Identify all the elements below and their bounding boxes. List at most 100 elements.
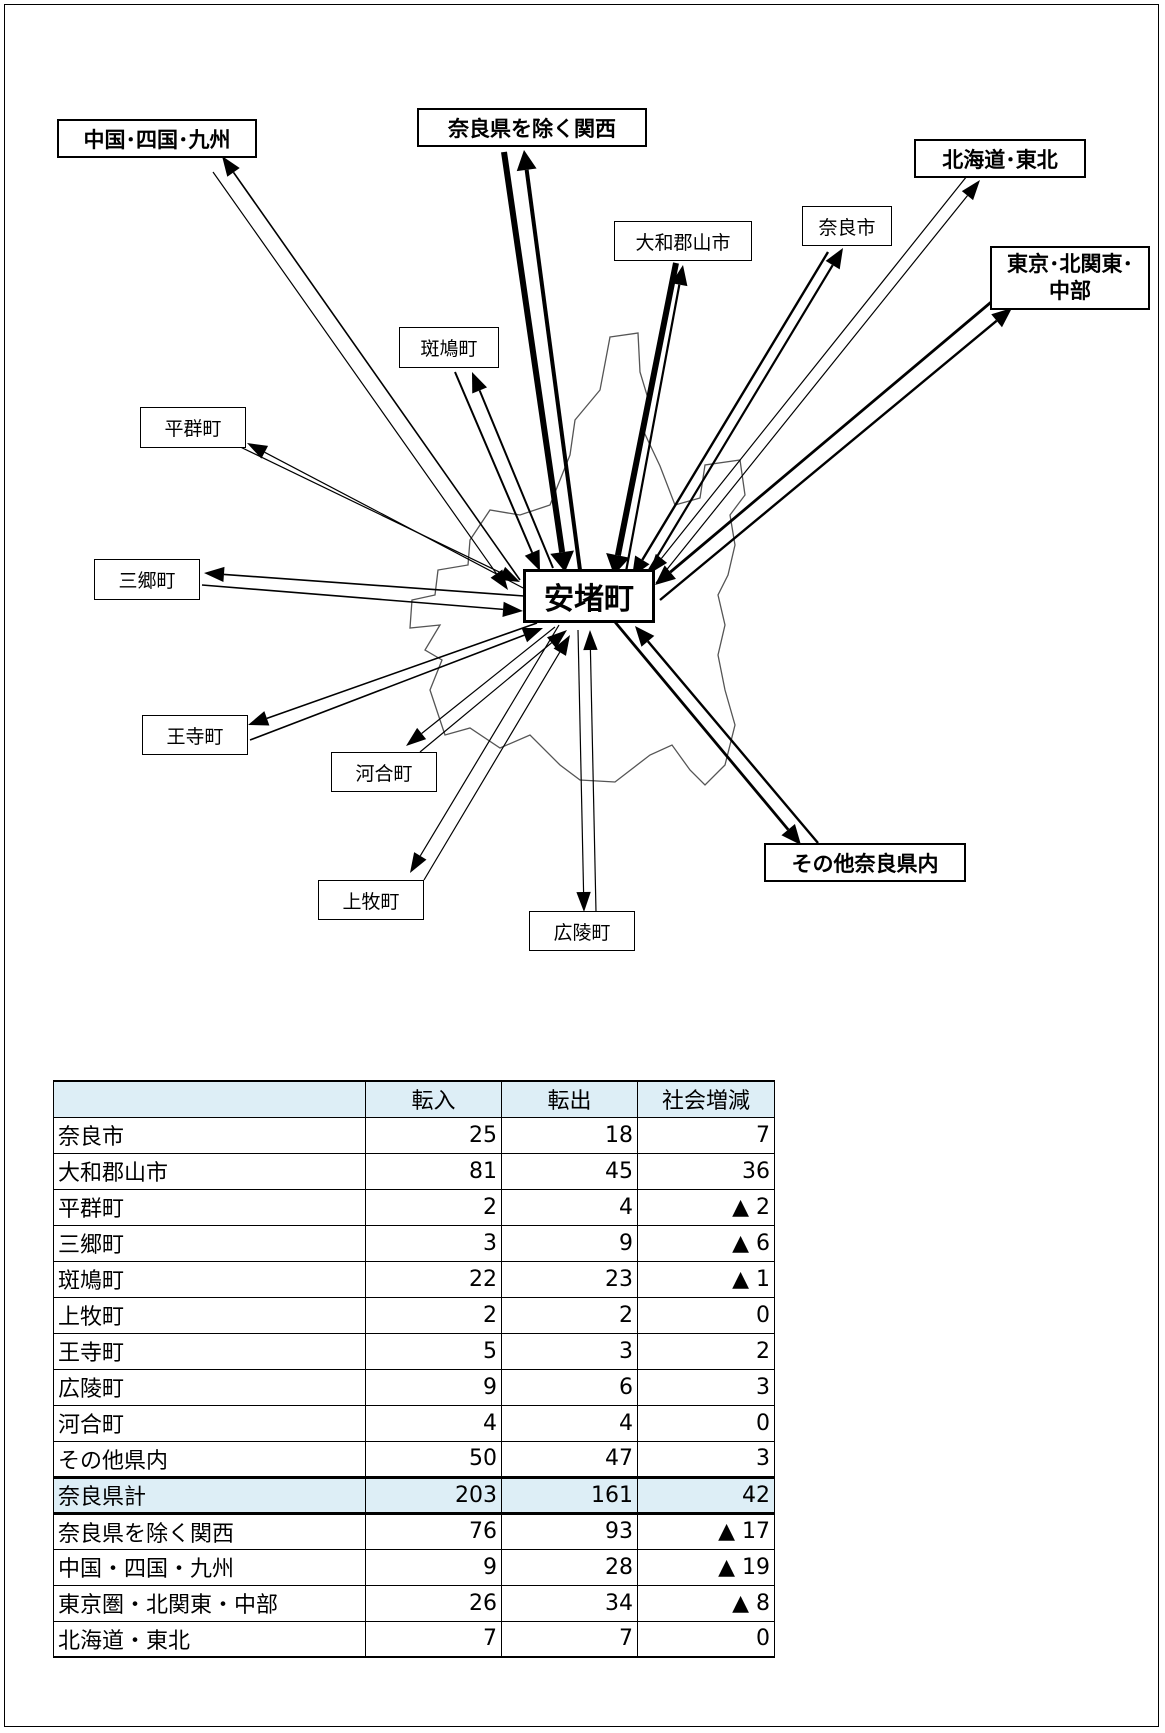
table-cell-name: 奈良県を除く関西 xyxy=(53,1511,366,1550)
table-cell-net: ▲ 1 xyxy=(637,1260,775,1298)
arrow-to-kawai-head xyxy=(406,727,427,746)
arrow-from-tokyo-head xyxy=(655,565,676,585)
table-cell-in: 50 xyxy=(365,1440,502,1478)
label-ikaruga: 斑鳩町 xyxy=(399,327,499,368)
table-cell-in: 3 xyxy=(365,1224,502,1262)
table-cell-name: 斑鳩町 xyxy=(53,1260,366,1298)
table-cell-net: 3 xyxy=(637,1440,775,1478)
table-cell-net: ▲ 2 xyxy=(637,1188,775,1226)
arrow-to-heguri-head xyxy=(247,443,269,459)
page-frame xyxy=(4,4,1159,1727)
table-cell-out: 23 xyxy=(501,1260,638,1298)
arrow-from-kanmaki-head xyxy=(553,635,570,656)
table-cell-net: 36 xyxy=(637,1152,775,1190)
arrow-from-yamatokoriyama-shaft xyxy=(614,262,679,556)
table-header-blank xyxy=(53,1080,366,1118)
arrow-to-tokyo-shaft xyxy=(659,319,998,601)
table-cell-in: 9 xyxy=(365,1548,502,1586)
arrow-to-nara-shi-shaft xyxy=(642,264,834,581)
table-header-in: 転入 xyxy=(365,1080,502,1118)
table-cell-in: 25 xyxy=(365,1116,502,1154)
table-cell-net: ▲ 6 xyxy=(637,1224,775,1262)
flow-map xyxy=(201,150,1012,913)
table-cell-out: 9 xyxy=(501,1224,638,1262)
arrow-from-kansai-shaft xyxy=(501,151,566,553)
table-cell-out: 93 xyxy=(501,1511,638,1550)
arrow-to-heguri-shaft xyxy=(264,451,528,591)
arrow-from-other-nara-shaft xyxy=(646,640,819,844)
table-cell-in: 26 xyxy=(365,1584,502,1622)
arrow-from-heguri-head xyxy=(498,566,520,582)
table-cell-name: 奈良県計 xyxy=(53,1475,366,1514)
arrow-from-heguri-shaft xyxy=(229,441,503,574)
arrow-to-kanmaki-shaft xyxy=(419,624,560,857)
arrow-from-oji-head xyxy=(521,628,543,643)
arrow-to-ikaruga-head xyxy=(472,372,488,394)
table-cell-in: 22 xyxy=(365,1260,502,1298)
arrow-from-nara-shi-shaft xyxy=(641,251,830,561)
table-cell-net: 2 xyxy=(637,1332,775,1370)
arrow-from-sango-head xyxy=(502,601,523,617)
label-nara-shi: 奈良市 xyxy=(802,206,892,246)
table-cell-in: 9 xyxy=(365,1368,502,1406)
label-other-nara: その他奈良県内 xyxy=(764,843,966,882)
label-tokyo-line2: 中部 xyxy=(1049,279,1091,303)
arrow-to-oji-shaft xyxy=(266,622,538,720)
arrow-from-ikaruga-head xyxy=(524,549,540,571)
table-cell-out: 4 xyxy=(501,1404,638,1442)
table-cell-out: 3 xyxy=(501,1332,638,1370)
table-cell-in: 203 xyxy=(365,1475,502,1514)
label-tokyo-line1: 東京･北関東･ xyxy=(1007,251,1133,276)
table-cell-net: 0 xyxy=(637,1404,775,1442)
arrow-to-koryo-head xyxy=(576,891,591,912)
arrow-to-kansai-shaft xyxy=(524,169,582,571)
table-cell-in: 4 xyxy=(365,1404,502,1442)
arrow-to-other-nara-head xyxy=(781,824,801,845)
table-header-row: 転入 転出 社会増減 xyxy=(53,1080,775,1118)
label-yamatokoriyama: 大和郡山市 xyxy=(614,221,752,261)
label-sango: 三郷町 xyxy=(94,559,200,600)
table-cell-net: 42 xyxy=(637,1475,775,1514)
table-cell-in: 2 xyxy=(365,1296,502,1334)
label-kawai: 河合町 xyxy=(331,752,437,792)
label-tokyo: 東京･北関東･ 中部 xyxy=(990,246,1150,310)
arrow-from-kansai-head xyxy=(550,550,575,572)
table-cell-out: 6 xyxy=(501,1368,638,1406)
arrow-to-hokkaido-shaft xyxy=(655,195,968,584)
arrow-to-kansai-head xyxy=(516,150,537,172)
arrow-from-hokkaido-shaft xyxy=(661,175,968,559)
table-cell-net: 7 xyxy=(637,1116,775,1154)
table-cell-in: 76 xyxy=(365,1511,502,1550)
label-koryo: 広陵町 xyxy=(529,911,635,951)
label-oji: 王寺町 xyxy=(142,715,248,755)
table-cell-out: 7 xyxy=(501,1620,638,1658)
label-hokkaido: 北海道･東北 xyxy=(914,139,1086,178)
label-kanmaki: 上牧町 xyxy=(318,880,424,920)
arrow-to-other-nara-shaft xyxy=(613,621,790,831)
table-cell-out: 45 xyxy=(501,1152,638,1190)
table-cell-name: 王寺町 xyxy=(53,1332,366,1370)
table-cell-out: 34 xyxy=(501,1584,638,1622)
table-cell-name: 東京圏・北関東・中部 xyxy=(53,1584,366,1622)
arrow-to-sango-shaft xyxy=(223,573,525,597)
table-cell-in: 5 xyxy=(365,1332,502,1370)
table-cell-name: 三郷町 xyxy=(53,1224,366,1262)
label-heguri: 平群町 xyxy=(140,407,246,448)
arrow-to-nara-shi-head xyxy=(825,248,843,270)
table-cell-out: 161 xyxy=(501,1475,638,1514)
arrow-from-tokyo-shaft xyxy=(669,296,997,574)
table-cell-net: 0 xyxy=(637,1296,775,1334)
